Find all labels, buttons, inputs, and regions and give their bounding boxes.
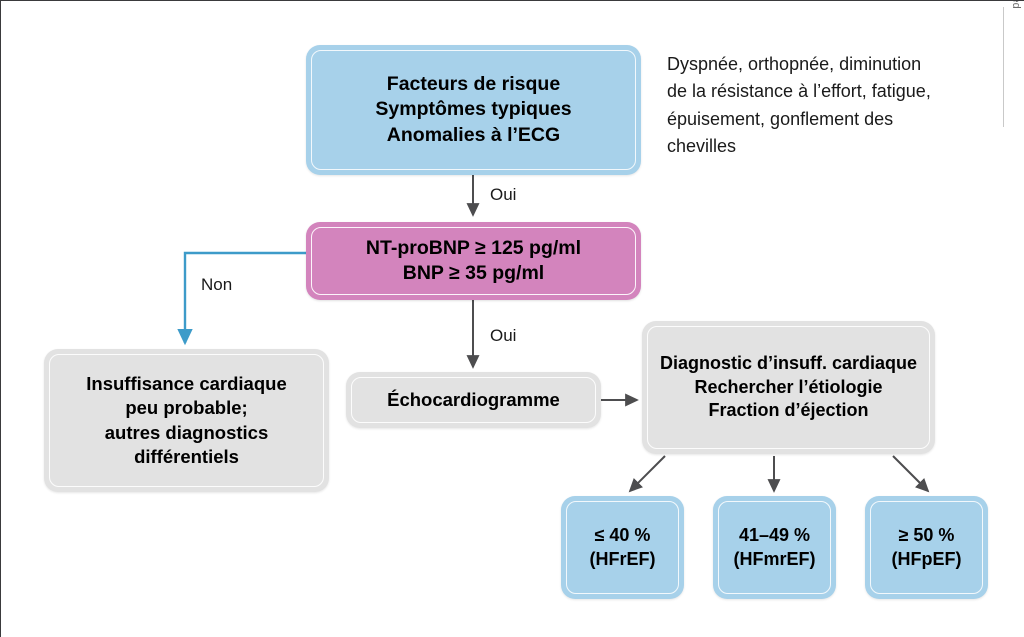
node-line: peu probable; <box>125 397 248 419</box>
node-line: Facteurs de risque <box>386 72 561 95</box>
node-line: (HFmrEF) <box>733 548 816 569</box>
node-line: NT-proBNP ≥ 125 pg/ml <box>365 236 582 259</box>
copyright-divider <box>1003 7 1004 127</box>
node-line: (HFrEF) <box>589 548 656 569</box>
node-line: autres diagnostics <box>104 421 269 443</box>
node-line: Diagnostic d’insuff. cardiaque <box>659 353 918 374</box>
node-line: Anomalies à l’ECG <box>386 123 561 146</box>
note-line: de la résistance à l’effort, fatigue, <box>667 81 931 102</box>
node-line: Rechercher l’étiologie <box>694 376 883 397</box>
node-line: ≤ 40 % <box>594 525 651 546</box>
node-line: (HFpEF) <box>891 548 962 569</box>
node-line: différentiels <box>134 445 239 467</box>
node-natriuretic-peptides[interactable]: NT-proBNP ≥ 125 pg/ml BNP ≥ 35 pg/ml <box>306 222 641 300</box>
node-line: Insuffisance cardiaque <box>86 373 287 395</box>
edge-diagnosis-to-hfpef <box>892 455 930 493</box>
node-line: 41–49 % <box>738 525 811 546</box>
node-hfref[interactable]: ≤ 40 % (HFrEF) <box>561 496 684 599</box>
copyright-notice: © Universimed <box>1010 1 1022 9</box>
edge-bnp-to-unlikely <box>177 251 306 346</box>
edge-label-oui-bnp-to-echo: Oui <box>490 326 517 345</box>
symptoms-note: Dyspnée, orthopnée, diminution de la rés… <box>667 51 967 160</box>
node-initial-assessment[interactable]: Facteurs de risque Symptômes typiques An… <box>306 45 641 175</box>
node-line: Symptômes typiques <box>375 98 572 121</box>
node-heart-failure-diagnosis[interactable]: Diagnostic d’insuff. cardiaque Recherche… <box>642 321 935 454</box>
node-heart-failure-unlikely[interactable]: Insuffisance cardiaque peu probable; aut… <box>44 349 329 492</box>
node-hfmref[interactable]: 41–49 % (HFmrEF) <box>713 496 836 599</box>
node-hfpef[interactable]: ≥ 50 % (HFpEF) <box>865 496 988 599</box>
edge-label-non-bnp-to-unlikely: Non <box>201 275 233 294</box>
note-line: épuisement, gonflement des <box>667 108 894 129</box>
edge-diagnosis-to-hfref <box>628 455 666 493</box>
note-line: Dyspnée, orthopnée, diminution <box>667 54 922 74</box>
edge-label-oui-initial-to-bnp: Oui <box>490 185 517 204</box>
node-echocardiogram[interactable]: Échocardiogramme <box>346 372 601 428</box>
node-line: BNP ≥ 35 pg/ml <box>402 262 545 284</box>
node-line: Échocardiogramme <box>387 388 560 410</box>
note-line: chevilles <box>667 136 737 157</box>
node-line: Fraction d’éjection <box>708 400 869 421</box>
node-line: ≥ 50 % <box>898 525 955 546</box>
